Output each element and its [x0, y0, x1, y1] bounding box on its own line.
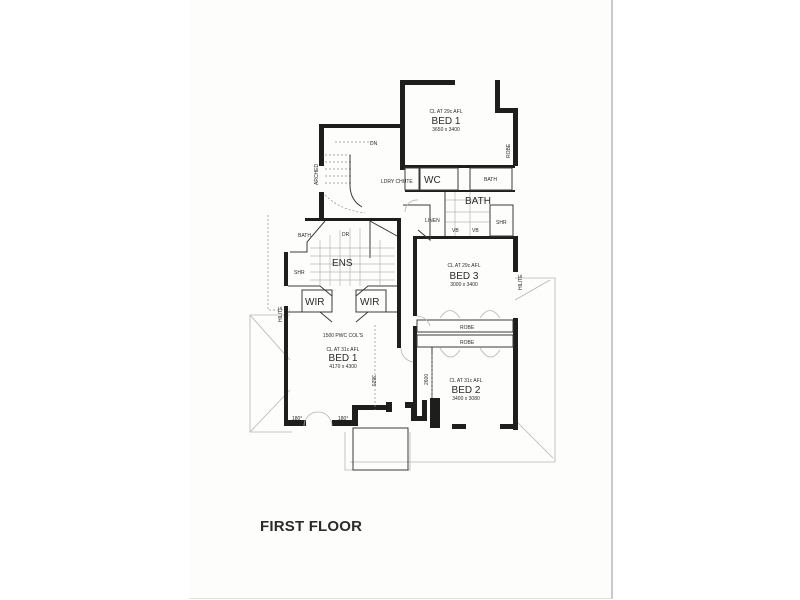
bed3-size: 3000 x 3400 — [450, 282, 478, 288]
bed3-ceiling: CL AT 29c AFL — [448, 263, 481, 269]
bed2-name: BED 2 — [452, 385, 481, 396]
wc-label: WC — [424, 175, 441, 186]
robe-top-label: ROBE — [460, 325, 475, 331]
dr-label: DR — [342, 232, 350, 238]
bed1-dim: 3825 — [370, 375, 376, 386]
robe-bed1-label: ROBE — [506, 143, 512, 158]
bath-main-label: BATH — [465, 196, 491, 207]
bed2-dim: 2600 — [424, 374, 430, 385]
bath-tiles — [445, 192, 490, 236]
ens-tiles — [310, 228, 395, 286]
stair-dn-label: DN — [370, 141, 378, 147]
bed2-ceiling: CL AT 31c AFL — [450, 378, 483, 384]
vb2-label: VB — [472, 228, 479, 234]
shr-left-label: SHR — [294, 270, 305, 276]
tile-grids — [310, 192, 490, 286]
walls — [284, 80, 518, 430]
bed1-size: 4170 x 4300 — [329, 364, 357, 370]
laundry-chute-label: LDRY CHUTE — [381, 179, 413, 185]
ens-label: ENS — [332, 258, 353, 269]
bed1-upper-ceiling: CL AT 29c AFL — [430, 109, 463, 115]
vb1-label: VB — [452, 228, 459, 234]
bed1-upper-size: 3650 x 3400 — [432, 127, 460, 133]
hilite-right-label: HILITE — [518, 274, 524, 290]
partitions — [288, 167, 514, 471]
roof-outlines — [249, 215, 556, 471]
bed3-name: BED 3 — [450, 271, 479, 282]
hilite-left-label: HILITE — [278, 306, 284, 322]
bed1-name: BED 1 — [329, 353, 358, 364]
linen-label: LINEN — [425, 218, 440, 224]
bath-left-label: BATH — [298, 233, 311, 239]
bath-small-label: BATH — [484, 177, 497, 183]
door-angle-left: 180° — [292, 416, 302, 422]
wir-right-label: WIR — [360, 297, 379, 308]
shr-right-label: SHR — [496, 220, 507, 226]
room-labels: CL AT 29c AFL BED 1 3650 x 3400 ROBE DN … — [278, 109, 524, 422]
bed2-size: 3400 x 3080 — [452, 396, 480, 402]
door-swings — [303, 199, 501, 427]
bed1-ceiling: CL AT 31c AFL — [327, 347, 360, 353]
staircase — [324, 141, 372, 214]
wir-left-label: WIR — [305, 297, 324, 308]
door-angle-right: 180° — [338, 416, 348, 422]
floor-title: FIRST FLOOR — [260, 518, 363, 535]
robe-bottom-label: ROBE — [460, 340, 475, 346]
bed1-upper-name: BED 1 — [432, 116, 461, 127]
arched-label: ARCHED — [314, 163, 320, 185]
bed1-note: 1500 PWC COL'S — [323, 333, 364, 339]
dimension-lines — [374, 325, 433, 410]
